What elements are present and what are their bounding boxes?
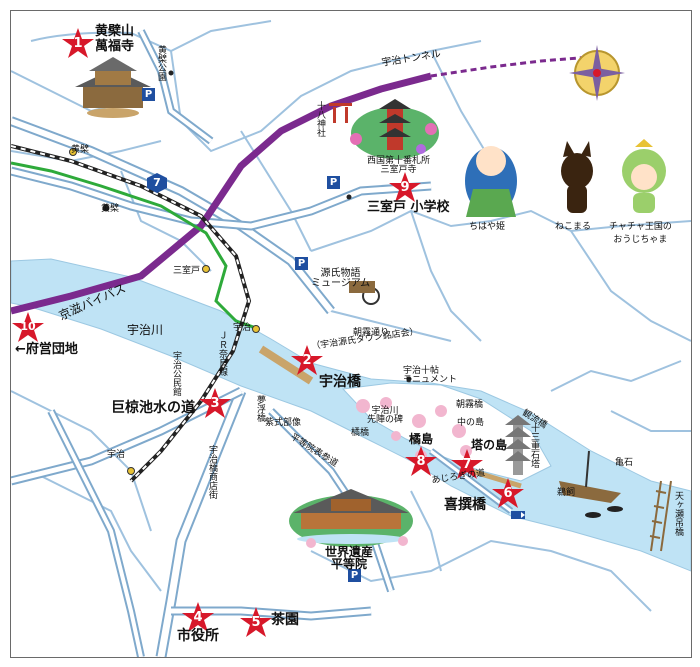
parking-icon: P bbox=[327, 176, 340, 189]
char-nekomaru bbox=[561, 141, 593, 213]
minor-roads bbox=[11, 20, 691, 612]
spot-number: 10 bbox=[20, 320, 36, 333]
keihan-line bbox=[11, 161, 260, 331]
char-caption-nekomaru: ねこまる bbox=[555, 222, 592, 232]
kameishi-label: 亀石 bbox=[615, 458, 634, 468]
asagiri-street-label: 朝霧通り bbox=[353, 328, 390, 338]
spot-marker-8[interactable]: 8 bbox=[404, 445, 438, 479]
oxcart bbox=[349, 281, 380, 305]
uji-kominkan-label: 宇治公民館 bbox=[171, 351, 181, 396]
compass bbox=[569, 45, 625, 101]
spot-label-tonoshima: 塔の島 bbox=[471, 438, 508, 452]
spot-number: 7 bbox=[462, 457, 472, 472]
uji-river bbox=[11, 258, 691, 572]
obaku-park-label: 黄檗公園 bbox=[156, 45, 166, 81]
uji-shotengai-label: 宇治橋商店街 bbox=[207, 445, 217, 499]
juhachi-shrine-label: 十八神社 bbox=[315, 101, 325, 137]
spot-marker-1[interactable]: 1 bbox=[61, 27, 95, 61]
spot-label-ujibashi: 宇治橋 bbox=[319, 374, 361, 390]
spot-label-kisenbashi: 喜撰橋 bbox=[444, 497, 486, 513]
spot-marker-3[interactable]: 3 bbox=[198, 387, 232, 421]
spot-marker-4[interactable]: 4 bbox=[181, 601, 215, 635]
spot-marker-9[interactable]: 9 bbox=[388, 171, 422, 205]
spot-label-manpukuji: 黄檗山 萬福寺 bbox=[95, 24, 135, 54]
uji-station-jr-label: 宇治 bbox=[107, 450, 126, 460]
tenkase-bridge-label: 天ヶ瀬吊橋 bbox=[673, 491, 683, 536]
mimurodoji-illustration bbox=[350, 99, 439, 159]
spot-label-school: 三室戸 小学校 bbox=[367, 200, 450, 215]
yume-bridge-label: 夢浮橋 bbox=[255, 395, 265, 422]
spot-number: 9 bbox=[400, 180, 410, 195]
tachibana-bridge-label: 橘橋 bbox=[351, 428, 370, 438]
parking-icon: P bbox=[142, 88, 155, 101]
spot-number: 3 bbox=[210, 396, 220, 411]
torii-icon bbox=[329, 103, 352, 123]
spot-marker-7[interactable]: 7 bbox=[450, 448, 484, 482]
parking-icon: P bbox=[348, 569, 361, 582]
obaku-station-jr: 黄檗 bbox=[101, 204, 120, 214]
genji-museum-label: 源氏物語 ミュージアム bbox=[311, 268, 371, 289]
main-roads bbox=[11, 29, 514, 657]
spot-marker-5[interactable]: 5 bbox=[239, 606, 273, 640]
jr-nara-line-label: ＪＲ奈良線 bbox=[217, 331, 227, 376]
spot-number: 1 bbox=[73, 36, 83, 51]
spot-label-shiyakusho: 市役所 bbox=[177, 628, 219, 644]
char-caption-prince: チャチャ王国の おうじちゃま bbox=[609, 222, 672, 245]
byodoin-label: 世界遺産 平等院 bbox=[325, 545, 374, 571]
stone-tower bbox=[505, 415, 531, 475]
char-chihayahime bbox=[465, 146, 517, 217]
tenkase-suspension-bridge bbox=[649, 480, 672, 552]
uji-bridge-deck bbox=[258, 345, 314, 385]
spot-number: 4 bbox=[193, 610, 203, 625]
bypass-tunnel bbox=[430, 55, 592, 78]
route-7-badge: 7 bbox=[147, 173, 167, 193]
monument-label: 宇治十帖 モニュメント bbox=[403, 366, 458, 385]
senjin-stone-label: 宇治川 先陣の碑 bbox=[367, 406, 404, 425]
ujigawa-label: 宇治川 bbox=[127, 323, 164, 337]
spot-number: 6 bbox=[503, 486, 513, 501]
parking-icon: P bbox=[295, 257, 308, 270]
char-caption-chihayahime: ちはや姫 bbox=[469, 222, 506, 232]
spot-label-danchi: ←府営団地 bbox=[15, 342, 78, 357]
map-canvas bbox=[11, 20, 691, 657]
ukai-label: 鵜飼 bbox=[557, 488, 576, 498]
byodoin-illustration bbox=[289, 489, 413, 548]
spot-label-chaen: 茶園 bbox=[271, 612, 299, 628]
manpukuji-illustration bbox=[75, 57, 151, 118]
uji-station-keihan-label: 宇治 bbox=[233, 323, 252, 333]
station-dots bbox=[69, 70, 412, 475]
spot-label-ogura: 巨椋池水の道 bbox=[111, 400, 195, 416]
mimuroto-station-label: 三室戸 bbox=[173, 266, 201, 276]
spot-label-tachibanajima: 橘島 bbox=[409, 432, 434, 446]
spot-number: 8 bbox=[416, 454, 426, 469]
jr-nara-line bbox=[11, 144, 252, 483]
tower-label: 十三重石塔 bbox=[529, 423, 539, 468]
oneway-sign bbox=[511, 511, 525, 519]
naka-island-label: 中の島 bbox=[457, 418, 485, 428]
cormorant-boat bbox=[559, 450, 623, 518]
spot-marker-6[interactable]: 6 bbox=[491, 477, 525, 511]
keiji-bypass bbox=[11, 72, 432, 315]
spot-marker-10[interactable]: 10 bbox=[11, 311, 45, 345]
murasaki-statue-label: 紫式部像 bbox=[265, 418, 302, 428]
kisen-bridge-deck bbox=[470, 468, 522, 489]
asagiri-bridge-label: 朝霧橋 bbox=[456, 400, 484, 410]
spot-number: 5 bbox=[251, 615, 261, 630]
spot-marker-2[interactable]: 2 bbox=[290, 344, 324, 378]
map-frame: P P P P 7 1 2 3 4 5 6 7 8 9 10 bbox=[10, 10, 692, 658]
spot-number: 2 bbox=[302, 353, 312, 368]
obaku-station-keihan: 黄檗 bbox=[71, 145, 90, 155]
char-prince bbox=[622, 139, 666, 213]
mimurodoji-label: 西国第十番札所 三室戸寺 bbox=[367, 156, 431, 175]
